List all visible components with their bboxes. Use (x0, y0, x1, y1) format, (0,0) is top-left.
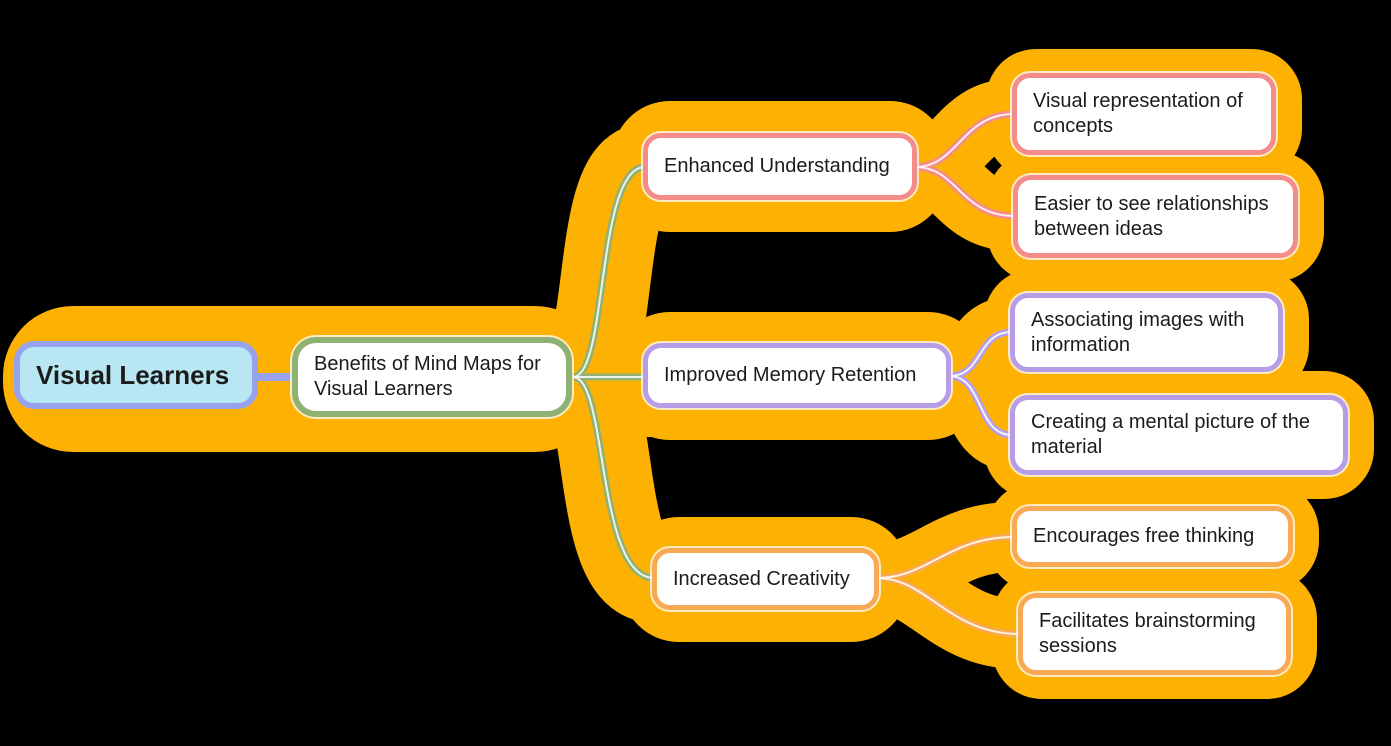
node-label: Creating a mental picture of the materia… (1031, 411, 1311, 458)
node-mental-picture: Creating a mental picture of the materia… (1010, 395, 1348, 475)
node-encourages-free-thinking: Encourages free thinking (1012, 506, 1293, 567)
node-label: Benefits of Mind Maps for Visual Learner… (314, 353, 541, 400)
node-label: Visual representation of concepts (1033, 90, 1243, 137)
node-label: Facilitates brainstorming sessions (1039, 610, 1256, 657)
node-root-visual-learners: Visual Learners (14, 341, 258, 409)
node-label: Increased Creativity (673, 567, 850, 590)
node-label: Enhanced Understanding (664, 155, 890, 177)
node-benefits-of-mind-maps: Benefits of Mind Maps for Visual Learner… (292, 337, 572, 417)
node-easier-relationships: Easier to see relationships between idea… (1013, 175, 1298, 258)
node-improved-memory-retention: Improved Memory Retention (643, 343, 951, 408)
node-label: Improved Memory Retention (664, 364, 917, 386)
node-visual-representation: Visual representation of concepts (1012, 73, 1276, 155)
mindmap-edges (256, 110, 1021, 638)
node-increased-creativity: Increased Creativity (652, 548, 879, 610)
node-facilitates-brainstorming: Facilitates brainstorming sessions (1018, 593, 1291, 675)
node-enhanced-understanding: Enhanced Understanding (643, 133, 917, 200)
node-label: Encourages free thinking (1033, 525, 1255, 547)
node-label: Visual Learners (36, 360, 230, 390)
node-label: Easier to see relationships between idea… (1034, 192, 1269, 240)
node-label: Associating images with information (1031, 308, 1245, 356)
node-associating-images: Associating images with information (1010, 293, 1283, 372)
